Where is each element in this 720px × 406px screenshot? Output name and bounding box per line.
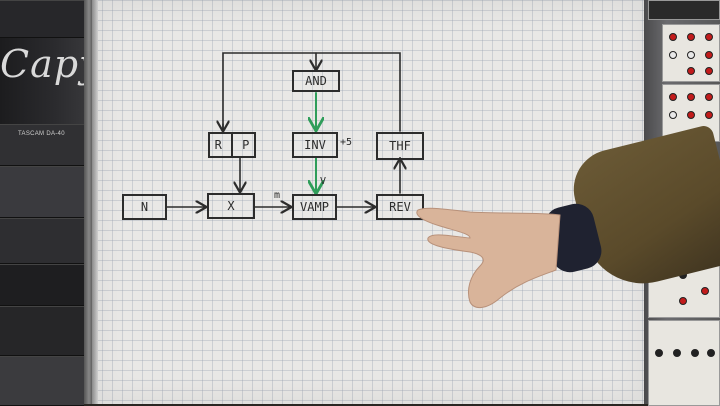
rack-rail xyxy=(84,0,94,404)
patch-jack xyxy=(705,33,713,41)
knob xyxy=(691,349,699,357)
node-rp: R P xyxy=(208,132,256,158)
left-equipment-rack: Capy TASCAM DA-40 xyxy=(0,0,92,406)
patch-jack xyxy=(687,111,695,119)
v-label: V xyxy=(320,176,327,187)
knob xyxy=(655,349,663,357)
patch-jack xyxy=(679,297,687,305)
patch-jack xyxy=(669,111,677,119)
knob xyxy=(673,349,681,357)
rack-unit xyxy=(0,124,84,166)
node-vamp: VAMP xyxy=(292,194,337,220)
rack-unit-label: TASCAM DA-40 xyxy=(18,131,65,137)
rack-unit xyxy=(0,356,84,406)
patch-jack xyxy=(705,93,713,101)
rack-unit xyxy=(0,0,84,38)
node-p-label: P xyxy=(242,138,250,152)
node-inv: INV xyxy=(292,132,338,158)
node-thf: THF xyxy=(376,132,424,160)
node-n: N xyxy=(122,194,167,220)
rack-unit xyxy=(0,306,84,356)
node-rev: REV xyxy=(376,194,424,220)
patch-jack xyxy=(687,93,695,101)
patch-jack xyxy=(669,51,677,59)
patch-jack xyxy=(687,67,695,75)
patch-jack xyxy=(687,33,695,41)
m-label: m xyxy=(274,190,281,201)
patch-jack xyxy=(687,51,695,59)
rack-unit xyxy=(0,166,84,218)
patch-jack xyxy=(669,33,677,41)
brand-script-text: Capy xyxy=(0,42,84,86)
patch-jack xyxy=(705,67,713,75)
knob xyxy=(707,349,715,357)
board-frame xyxy=(92,0,98,404)
rack-module xyxy=(662,24,720,82)
patch-jack xyxy=(669,93,677,101)
node-divider xyxy=(230,134,233,156)
node-r-label: R xyxy=(214,138,222,152)
patch-jack xyxy=(701,287,709,295)
rack-module xyxy=(648,320,720,406)
feedback-wire xyxy=(222,52,401,132)
inv-offset-label: +5 xyxy=(340,137,353,148)
rack-unit xyxy=(0,264,84,306)
node-and: AND xyxy=(292,70,340,92)
patch-jack xyxy=(705,111,713,119)
rack-unit xyxy=(0,218,84,264)
patch-jack xyxy=(705,51,713,59)
node-x: X xyxy=(207,193,255,219)
